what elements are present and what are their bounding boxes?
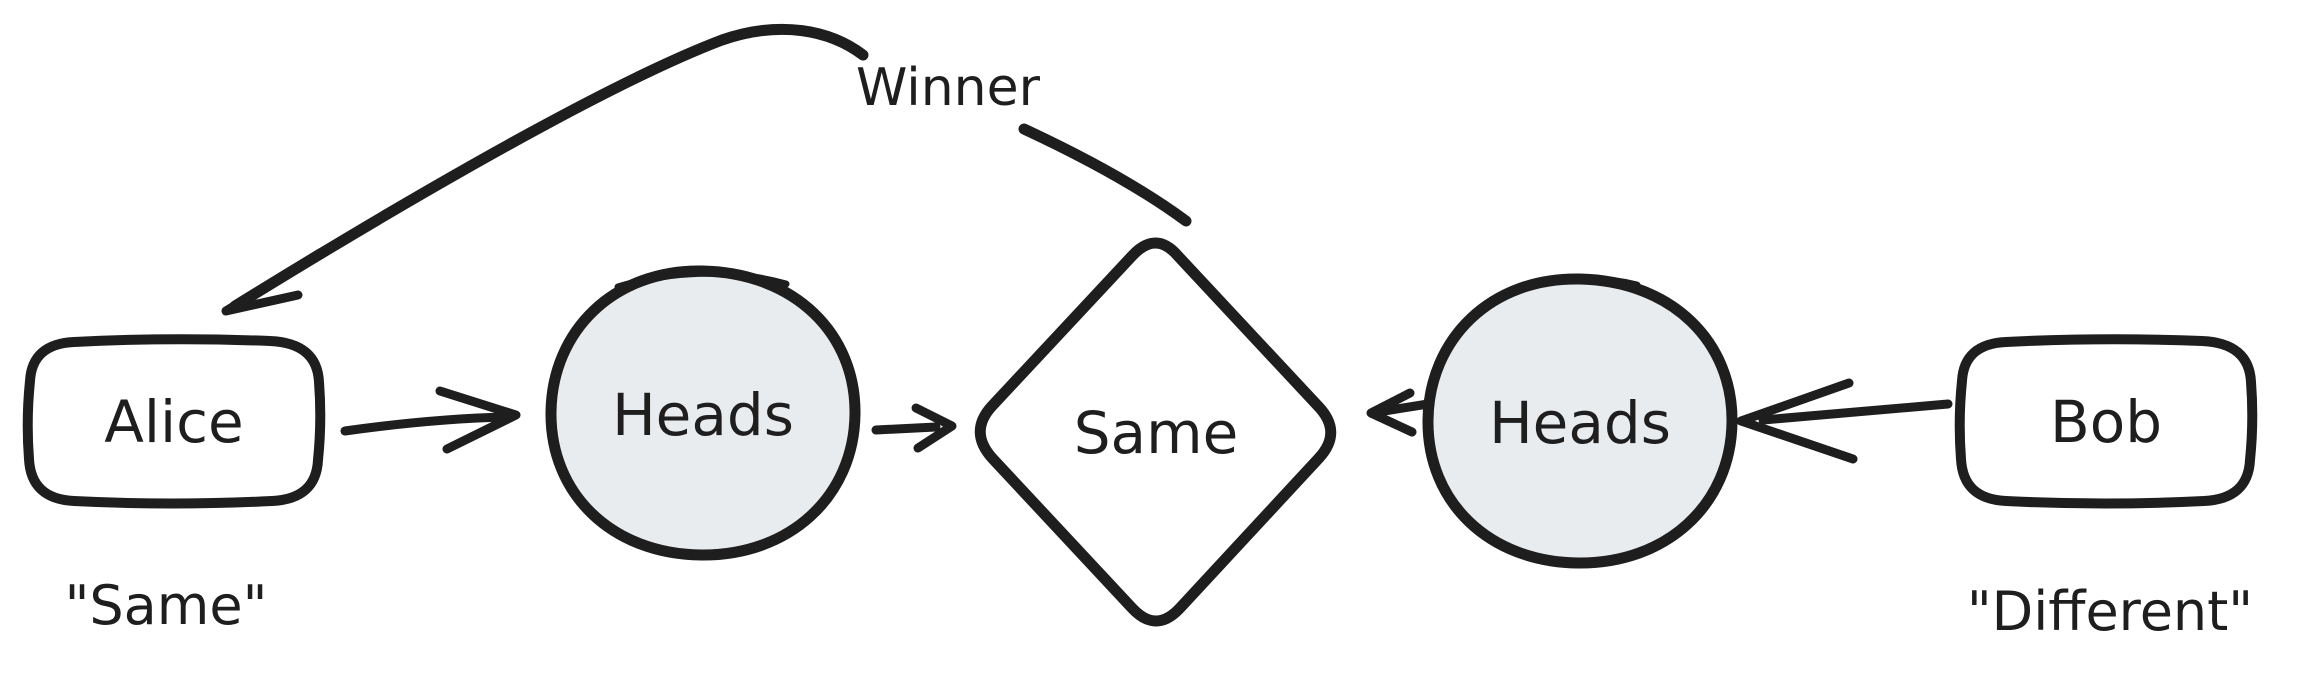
- left-coin-circle: [545, 265, 861, 561]
- arrowhead-icon: [435, 386, 521, 454]
- arrowhead-icon: [1366, 388, 1417, 437]
- arrow-shaft: [871, 422, 941, 435]
- winner-arrow-segment-near-diamond: [1018, 123, 1192, 227]
- winner-arrow-main-arc: [229, 23, 869, 312]
- left-coin-sketch-stroke: [614, 269, 790, 291]
- right-coin-circle: [1422, 273, 1738, 569]
- alice-strategy-label: "Same": [65, 574, 268, 637]
- arrow-shaft: [1758, 399, 1953, 425]
- winner-arrow: [221, 23, 1192, 316]
- arrow-alice-to-left-coin: [340, 386, 521, 454]
- arrow-bob-to-right-coin: [1736, 378, 1953, 464]
- outcome-node: [974, 237, 1337, 627]
- right-coin-node: [1422, 273, 1738, 569]
- bob-label: Bob: [2050, 388, 2162, 456]
- arrow-left-coin-to-outcome: [871, 403, 957, 453]
- left-coin-node: [545, 265, 861, 561]
- outcome-label: Same: [1074, 399, 1239, 467]
- alice-label: Alice: [104, 388, 243, 456]
- arrowhead-icon: [1736, 378, 1858, 464]
- arrow-shaft: [1379, 399, 1433, 416]
- winner-arrowhead-icon: [221, 248, 325, 316]
- arrowhead-icon: [911, 403, 957, 453]
- alice-node: [22, 334, 326, 509]
- bob-node: [1954, 334, 2258, 509]
- arrow-right-coin-to-outcome: [1366, 388, 1433, 437]
- bob-strategy-label: "Different": [1967, 580, 2253, 643]
- bob-rectangle: [1954, 334, 2258, 509]
- winner-label: Winner: [856, 58, 1041, 118]
- right-coin-label: Heads: [1489, 389, 1671, 457]
- arrow-shaft: [340, 412, 510, 436]
- left-coin-label: Heads: [612, 381, 794, 449]
- right-coin-sketch-stroke: [1513, 275, 1641, 294]
